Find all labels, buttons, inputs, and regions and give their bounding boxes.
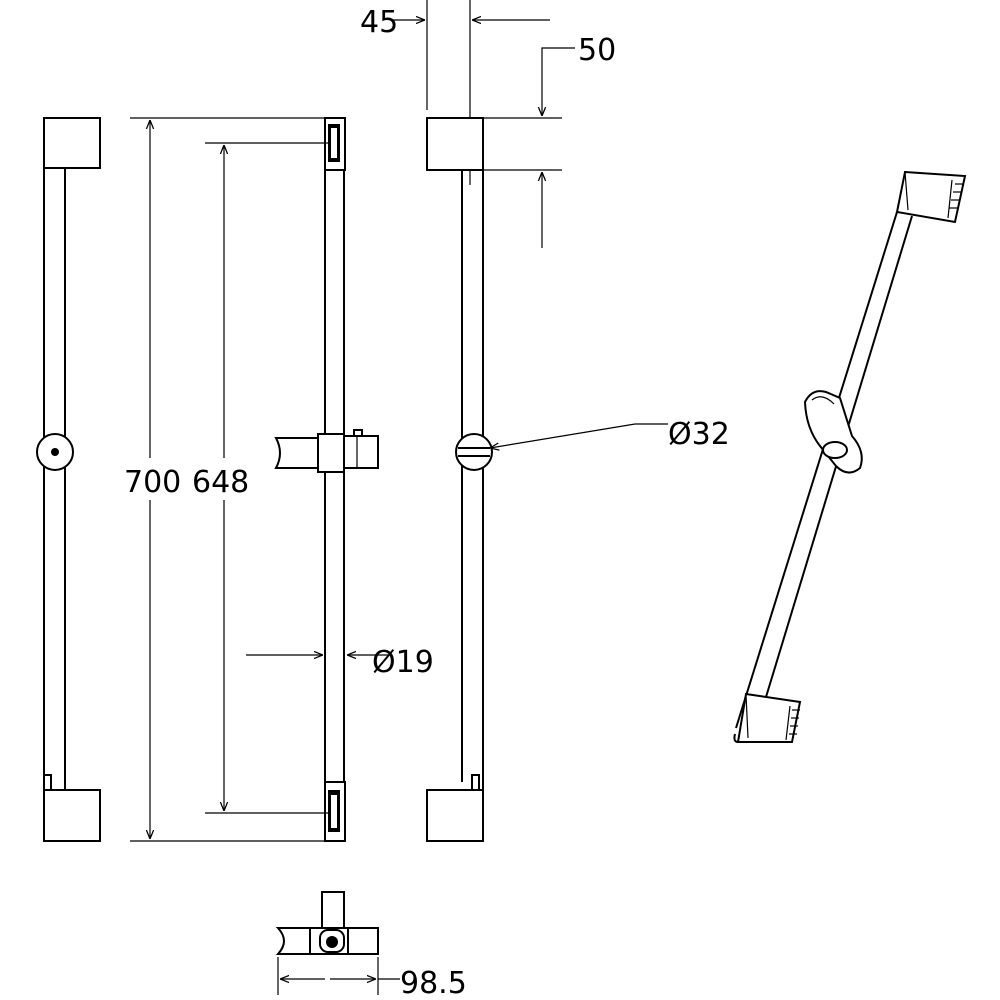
side-bottom-bracket <box>426 789 484 842</box>
dim-label-50: 50 <box>578 33 616 68</box>
dim-label-98-5: 98.5 <box>400 966 467 1000</box>
dim-total-length: 700 <box>124 117 344 842</box>
side-view <box>426 0 493 842</box>
front-view-holder <box>274 117 379 842</box>
dim-bar-diameter: Ø19 <box>246 645 434 680</box>
dim-label-45: 45 <box>360 5 398 40</box>
slider-knob <box>51 448 59 456</box>
side-top-bracket <box>426 117 484 171</box>
handheld-holder <box>274 437 319 469</box>
dim-label-32: Ø32 <box>668 417 730 452</box>
bottom-bracket <box>43 789 101 842</box>
isometric-view <box>733 170 967 743</box>
dim-label-700: 700 <box>124 465 181 500</box>
dim-label-648: 648 <box>192 465 249 500</box>
front-view-left <box>36 117 101 842</box>
side-slider <box>455 433 493 471</box>
dim-label-19: Ø19 <box>372 645 434 680</box>
dim-mount-length: 648 <box>192 142 330 814</box>
dim-slider-diameter: Ø32 <box>490 417 730 452</box>
bottom-view <box>275 891 379 995</box>
top-bracket <box>43 117 101 169</box>
dim-bracket-height: 50 <box>483 33 616 248</box>
dim-top-spacing: 45 <box>360 5 550 40</box>
dim-bracket-width: 98.5 <box>280 966 467 1000</box>
